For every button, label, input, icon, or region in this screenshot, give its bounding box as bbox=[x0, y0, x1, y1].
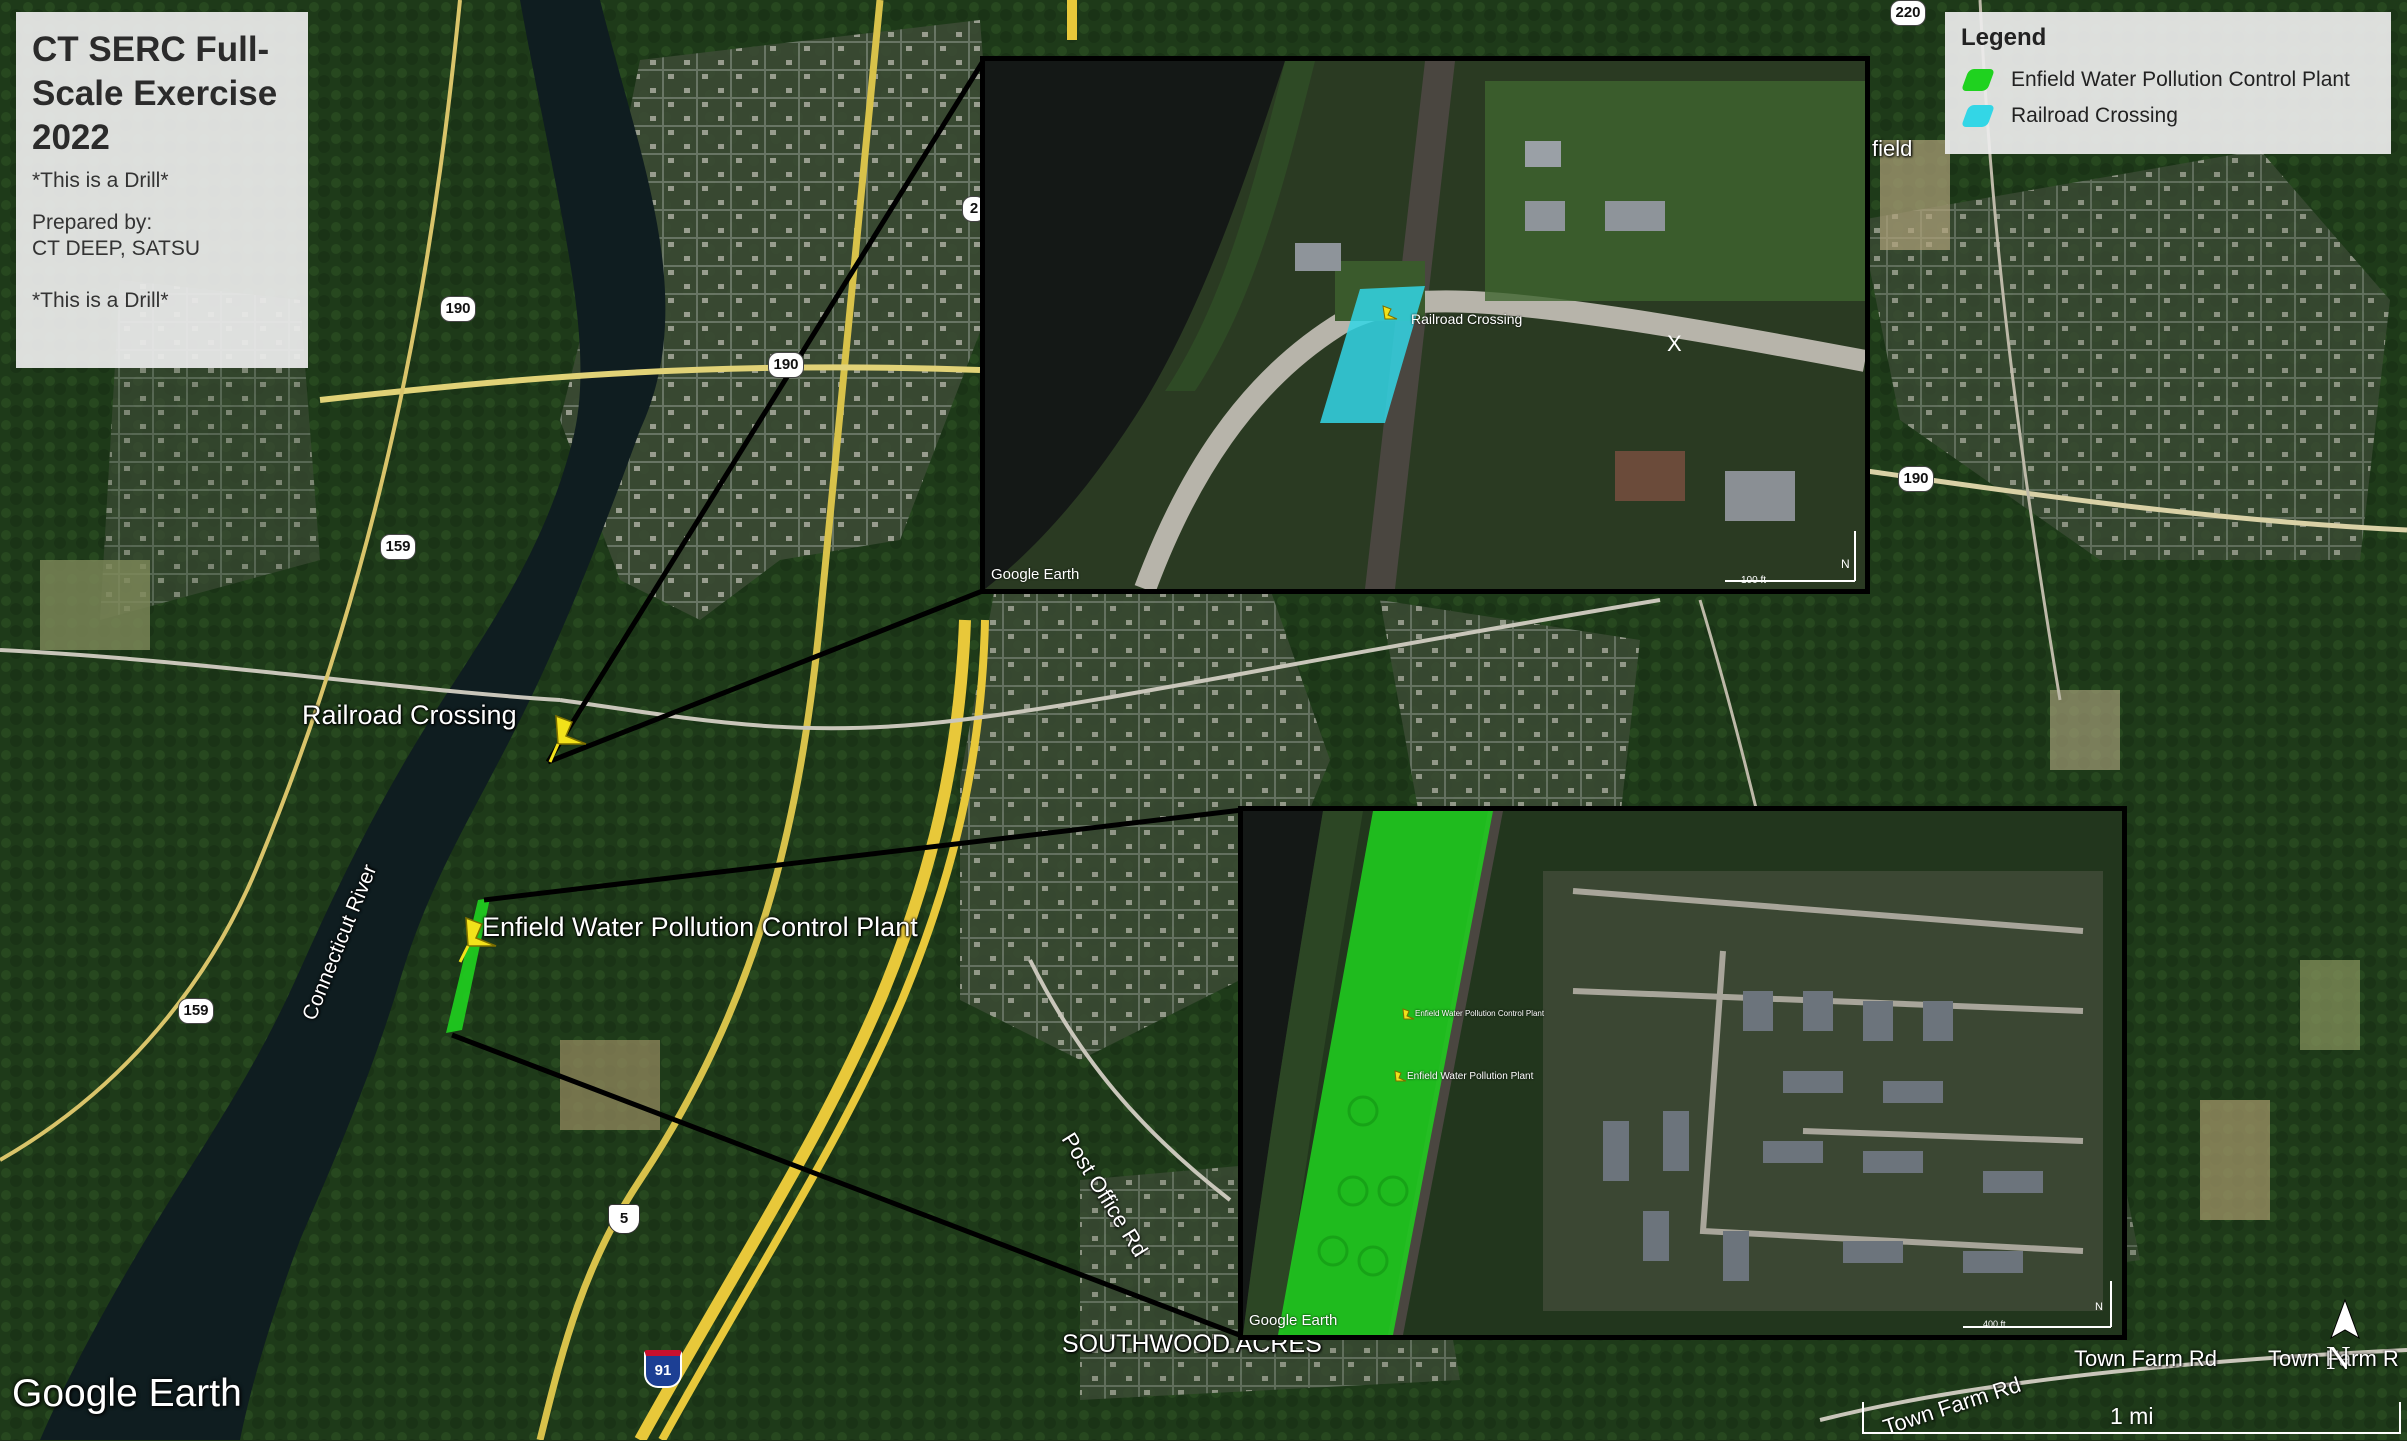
inset-pin-label: Enfield Water Pollution Plant bbox=[1407, 1071, 1534, 1082]
building bbox=[1525, 201, 1565, 231]
wpcp-area[interactable] bbox=[1278, 811, 1493, 1335]
town-farm-rd bbox=[1819, 1348, 2407, 1422]
railroad-crossing-pin-icon[interactable] bbox=[548, 714, 587, 763]
suburb-area bbox=[1860, 150, 2390, 560]
town-label: field bbox=[1872, 136, 1913, 161]
wpcp-inset[interactable]: Enfield Water Pollution Control Plant En… bbox=[1238, 806, 2127, 1340]
riverbank-trees bbox=[1165, 61, 1315, 391]
inset-attribution: Google Earth bbox=[1249, 1312, 1338, 1329]
route-159 bbox=[0, 859, 262, 1162]
farm-field bbox=[2200, 1100, 2270, 1220]
inset-north-label: N bbox=[1841, 557, 1850, 571]
route-190-shield-icon: 190 bbox=[768, 352, 804, 378]
building bbox=[1725, 471, 1795, 521]
town-farm-rd-label: Town Farm Rd bbox=[2074, 1346, 2218, 1371]
scale-label: 1 mi bbox=[2110, 1403, 2154, 1429]
title-panel: CT SERC Full-Scale Exercise 2022 *This i… bbox=[16, 12, 308, 368]
legend: Legend Enfield Water Pollution Control P… bbox=[1945, 12, 2391, 154]
legend-swatch-icon bbox=[1960, 105, 1996, 127]
railroad-crossing-label: Railroad Crossing bbox=[302, 700, 517, 730]
farm-field bbox=[40, 560, 150, 650]
building bbox=[1525, 141, 1561, 167]
map-title: CT SERC Full-Scale Exercise 2022 bbox=[32, 30, 278, 157]
legend-swatch-icon bbox=[1960, 69, 1996, 91]
route-159 bbox=[258, 0, 462, 861]
town-farm-rd-label: Town Farm R bbox=[2268, 1346, 2399, 1371]
treatment-tanks bbox=[1317, 1095, 1409, 1277]
river bbox=[985, 61, 1285, 589]
inset-attribution: Google Earth bbox=[991, 566, 1080, 583]
legend-heading: Legend bbox=[1961, 24, 2047, 51]
river bbox=[1243, 811, 1323, 1335]
route-5 bbox=[536, 0, 884, 1440]
railroad-crossing-area[interactable] bbox=[1320, 286, 1425, 423]
legend-label: Enfield Water Pollution Control Plant bbox=[2011, 68, 2350, 91]
railroad-crossing-pin-icon[interactable] bbox=[1382, 305, 1398, 320]
farm-field bbox=[560, 1040, 660, 1130]
building bbox=[1615, 451, 1685, 501]
route-190-shield-icon: 190 bbox=[1898, 466, 1934, 492]
farm-field bbox=[2050, 690, 2120, 770]
interstate-91-shield-icon: 91 bbox=[644, 1350, 682, 1388]
wpcp-pin-icon[interactable] bbox=[1394, 1008, 1415, 1082]
building bbox=[1295, 243, 1341, 271]
north-arrow-icon bbox=[2330, 1298, 2360, 1340]
north-label: N bbox=[2326, 1340, 2351, 1377]
wpcp-label: Enfield Water Pollution Control Plant bbox=[482, 912, 918, 942]
route-159-shield-icon: 159 bbox=[178, 998, 214, 1024]
legend-item-wpcp: Enfield Water Pollution Control Plant bbox=[1960, 62, 2375, 98]
route-5-shield-icon: 5 bbox=[608, 1204, 640, 1234]
inset-scale-label: 400 ft bbox=[1983, 1319, 2006, 1329]
route-220-shield-icon: 220 bbox=[1890, 0, 1926, 26]
local-road bbox=[0, 648, 561, 702]
leader-line bbox=[547, 587, 986, 765]
farm-field bbox=[1880, 140, 1950, 250]
railroad-crossing-inset[interactable]: Railroad Crossing X Google Earth 100 ft … bbox=[980, 56, 1870, 594]
suburb-area bbox=[1380, 600, 1640, 820]
river bbox=[40, 0, 666, 1440]
highway-i91 bbox=[658, 619, 989, 1440]
legend-item-railroad: Railroad Crossing bbox=[1960, 98, 2375, 134]
google-earth-logo: Google Earth bbox=[12, 1372, 242, 1415]
lawn bbox=[1485, 81, 1865, 301]
suburb-area bbox=[960, 560, 1330, 1060]
legend-label: Railroad Crossing bbox=[2011, 104, 2178, 127]
leader-line bbox=[545, 56, 988, 764]
scale-bar bbox=[1862, 1402, 2401, 1434]
townhouse-rows bbox=[1603, 991, 2043, 1281]
route-190-shield-icon: 190 bbox=[440, 296, 476, 322]
wpcp-pin-icon[interactable] bbox=[458, 916, 497, 963]
suburb-area bbox=[560, 20, 1000, 620]
route-190 bbox=[319, 364, 981, 403]
local-road bbox=[559, 598, 1661, 731]
leader-line bbox=[483, 807, 1243, 903]
prepared-by: Prepared by: CT DEEP, SATSU bbox=[32, 211, 201, 260]
inset-pin-label: Enfield Water Pollution Control Plant bbox=[1415, 1009, 1545, 1018]
highway-i91 bbox=[634, 619, 971, 1440]
inset-scale-bar bbox=[1725, 531, 1856, 582]
inset-north-label: N bbox=[2095, 1301, 2103, 1313]
post-office-rd bbox=[1028, 959, 1232, 1202]
leader-line bbox=[451, 1032, 1243, 1339]
drill-note-top: *This is a Drill* bbox=[32, 169, 169, 192]
farm-field bbox=[2300, 960, 2360, 1050]
riverbank-trees bbox=[1243, 811, 1363, 1335]
road-marking: X bbox=[1667, 331, 1682, 356]
building bbox=[1605, 201, 1665, 231]
drill-note-bottom: *This is a Drill* bbox=[32, 289, 169, 312]
inset-scale-label: 100 ft bbox=[1741, 575, 1767, 586]
inset-pin-label: Railroad Crossing bbox=[1411, 311, 1523, 327]
route-159-shield-icon: 159 bbox=[380, 534, 416, 560]
inset-scale-bar bbox=[1963, 1281, 2112, 1328]
